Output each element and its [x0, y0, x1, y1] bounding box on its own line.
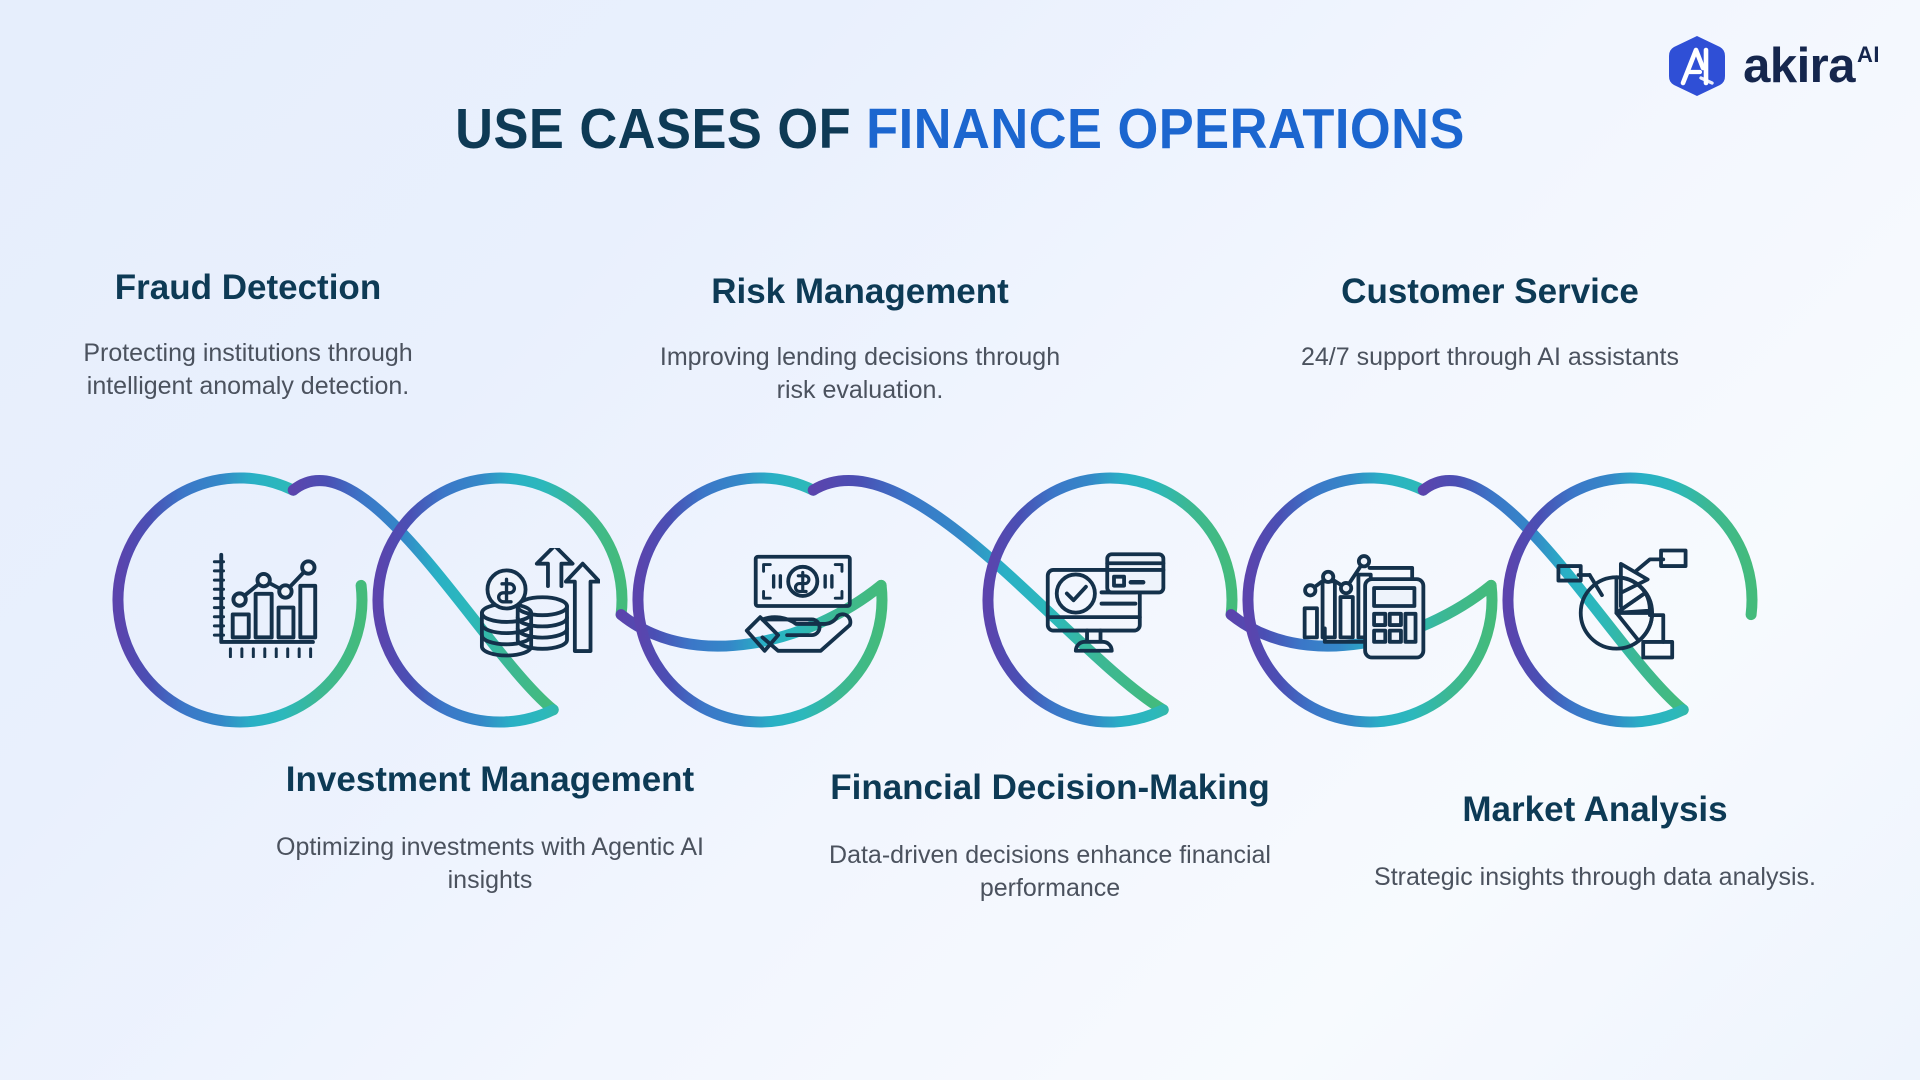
- infinity-ribbon: [112, 472, 1758, 728]
- ribbon-loop-6: [1502, 472, 1758, 728]
- card-title-investment-management: Investment Management: [285, 760, 695, 799]
- page-title: USE CASES OF FINANCE OPERATIONS: [77, 96, 1843, 162]
- card-title-fraud-detection: Fraud Detection: [114, 268, 382, 307]
- ribbon-connector-5: [1417, 475, 1689, 716]
- card-customer-service: Customer Service 24/7 support through AI…: [1240, 272, 1740, 374]
- card-market-analysis: Market Analysis Strategic insights throu…: [1360, 790, 1830, 894]
- chart-calculator-icon: [1302, 554, 1426, 660]
- ribbon-connector-3: [807, 475, 1169, 716]
- card-title-customer-service: Customer Service: [1341, 272, 1639, 311]
- brand-wordmark: akira AI: [1743, 38, 1880, 93]
- ribbon-connector-2: [615, 579, 887, 652]
- page-title-accent: FINANCE OPERATIONS: [866, 97, 1465, 161]
- ribbon-loop-1: [112, 472, 368, 728]
- card-investment-management: Investment Management Optimizing investm…: [270, 760, 710, 898]
- ribbon-loop-2: [372, 472, 628, 728]
- page-title-lead: USE CASES OF: [455, 97, 867, 161]
- card-fraud-detection: Fraud Detection Protecting institutions …: [28, 268, 468, 404]
- ribbon-loop-5: [1242, 472, 1498, 728]
- ribbon-loop-3: [632, 472, 888, 728]
- brand-superscript: AI: [1857, 41, 1880, 67]
- pie-chart-callouts-icon: [1556, 548, 1688, 660]
- card-desc-customer-service: 24/7 support through AI assistants: [1300, 342, 1679, 371]
- brand-logo: akira AI: [1665, 34, 1880, 98]
- card-desc-investment-management: Optimizing investments with Agentic AI i…: [276, 832, 704, 895]
- monitor-checkmark-card-icon: [1045, 552, 1166, 653]
- money-in-hand-icon: [744, 554, 853, 653]
- card-risk-management: Risk Management Improving lending decisi…: [640, 272, 1080, 408]
- card-desc-financial-decision-making: Data-driven decisions enhance financial …: [829, 840, 1271, 903]
- coins-growth-arrows-icon: [479, 548, 600, 658]
- bar-chart-trendline-icon: [212, 552, 318, 658]
- ribbon-loop-4: [982, 472, 1238, 728]
- card-desc-fraud-detection: Protecting institutions through intellig…: [83, 338, 413, 401]
- card-financial-decision-making: Financial Decision-Making Data-driven de…: [810, 768, 1290, 906]
- card-title-risk-management: Risk Management: [711, 272, 1009, 311]
- ribbon-connector-1: [287, 475, 559, 716]
- brand-name: akira: [1743, 38, 1855, 93]
- card-desc-market-analysis: Strategic insights through data analysis…: [1374, 862, 1816, 891]
- akira-hexagon-logo-icon: [1669, 36, 1726, 96]
- card-desc-risk-management: Improving lending decisions through risk…: [659, 342, 1061, 405]
- card-title-financial-decision-making: Financial Decision-Making: [830, 768, 1270, 807]
- card-title-market-analysis: Market Analysis: [1462, 790, 1728, 829]
